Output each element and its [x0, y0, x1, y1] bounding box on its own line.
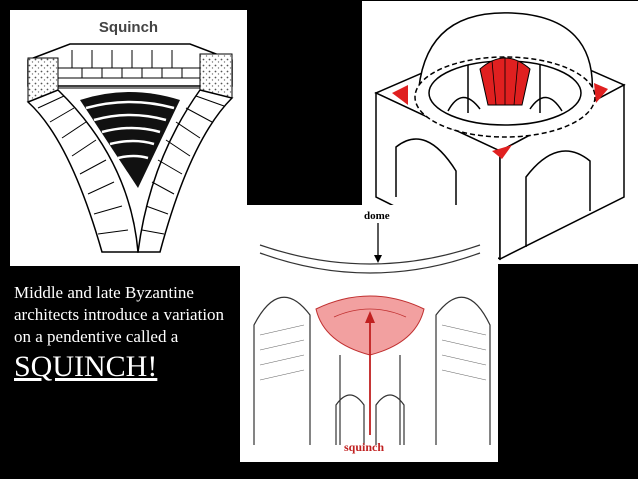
- caption-emphasis: SQUINCH!: [14, 350, 158, 383]
- caption-text: Middle and late Byzantine architects int…: [14, 282, 239, 384]
- squinch-diagram-panel: Squinch: [10, 10, 247, 266]
- caption-body: Middle and late Byzantine architects int…: [14, 283, 225, 346]
- dome-label: dome: [364, 210, 390, 222]
- interior-squinch-panel: dome squinch: [240, 205, 498, 462]
- dome-cube-drawing: [374, 12, 626, 261]
- squinch-label: squinch: [344, 440, 384, 454]
- squinch-title: Squinch: [98, 19, 159, 36]
- squinch-drawing: [26, 43, 234, 253]
- interior-drawing: dome squinch: [253, 210, 491, 454]
